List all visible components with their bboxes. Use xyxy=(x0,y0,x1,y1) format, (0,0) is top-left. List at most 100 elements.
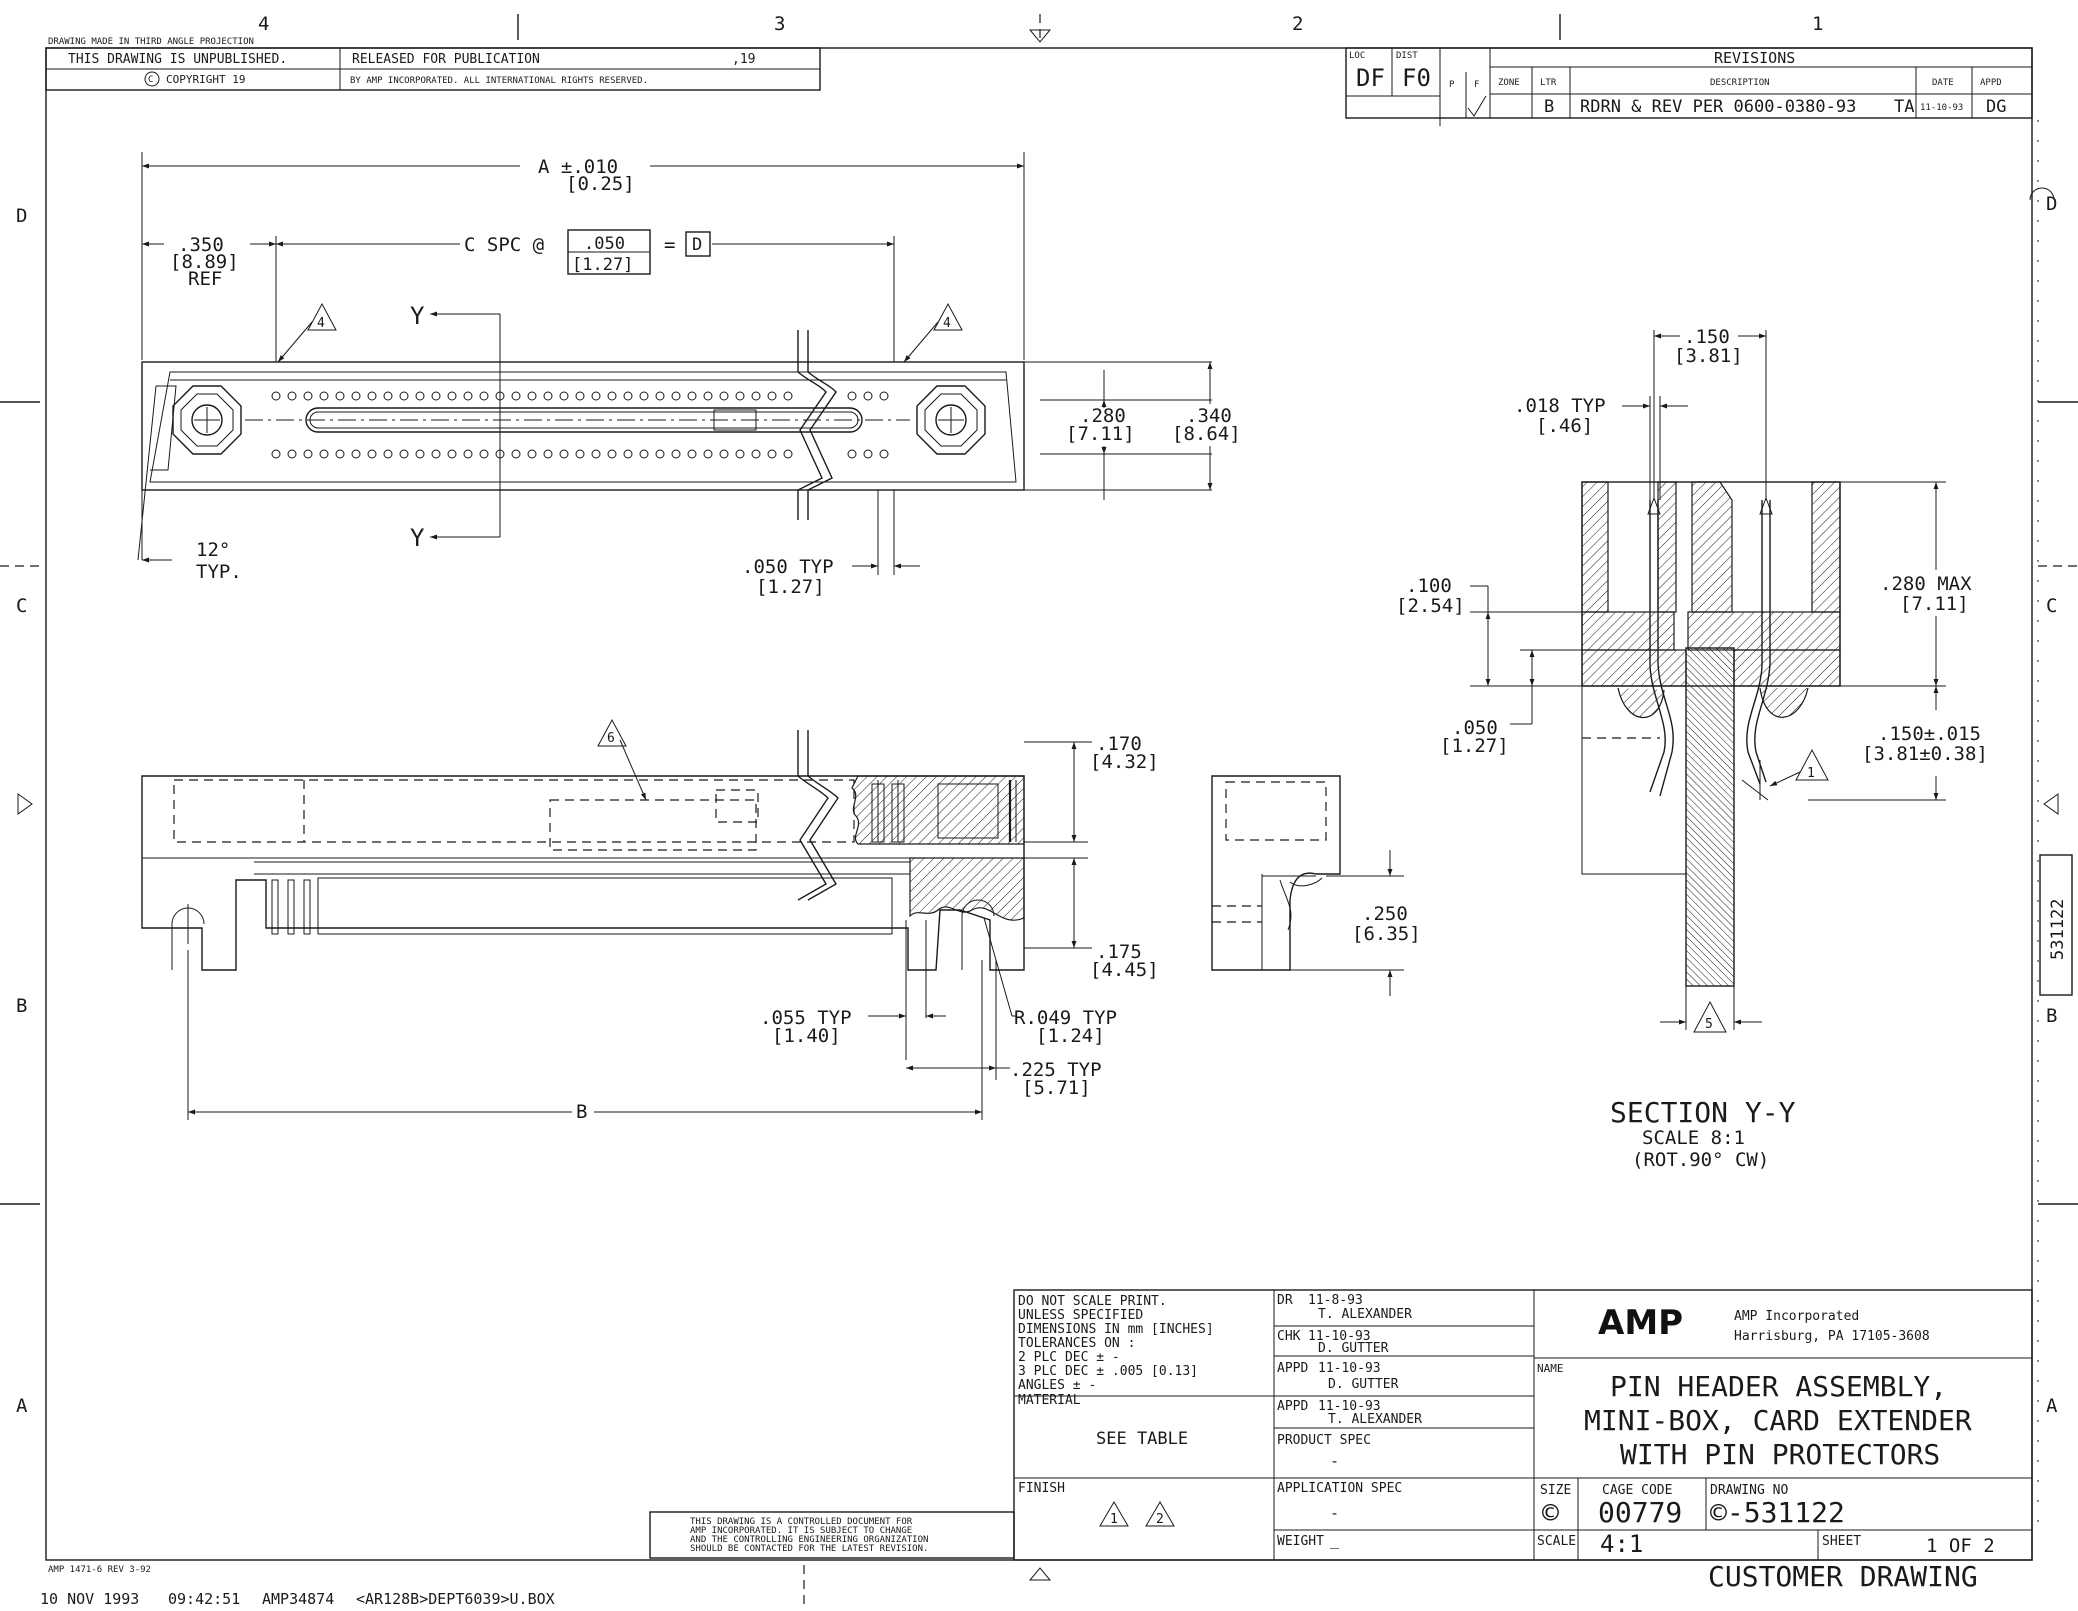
header-pin xyxy=(335,449,345,459)
dim-c-spacing: C SPC @ xyxy=(464,234,544,256)
tolerance-line-4: TOLERANCES ON : xyxy=(1018,1336,1135,1351)
dim-170: .170 xyxy=(1096,733,1142,755)
control-note-line-3: AND THE CONTROLLING ENGINEERING ORGANIZA… xyxy=(690,1535,928,1545)
header-pin xyxy=(687,449,697,459)
top-view: A ±.010 [0.25] .350 [8.89] REF C SPC @ .… xyxy=(137,152,1241,598)
product-spec-value: - xyxy=(1330,1452,1339,1470)
application-spec-label: APPLICATION SPEC xyxy=(1277,1481,1402,1496)
appd1-name: D. GUTTER xyxy=(1328,1377,1399,1392)
finish-note-1: 1 xyxy=(1110,1512,1118,1527)
dim-340: .340 xyxy=(1186,405,1232,427)
header-pin xyxy=(687,391,697,401)
material-value: SEE TABLE xyxy=(1096,1429,1188,1449)
dim-280-max: .280 MAX xyxy=(1880,573,1972,595)
header-pin xyxy=(463,391,473,401)
header-pin xyxy=(751,391,761,401)
pin-pitch-mm: [1.27] xyxy=(756,576,825,598)
finish-note-1-flag xyxy=(1099,1501,1129,1527)
header-pin xyxy=(463,449,473,459)
dim-170-mm: [4.32] xyxy=(1090,751,1159,773)
note-4-left: 4 xyxy=(317,316,325,331)
dim-350: .350 xyxy=(178,234,224,256)
appd1-date: 11-10-93 xyxy=(1318,1361,1381,1376)
header-pin xyxy=(335,391,345,401)
finish-note-2: 2 xyxy=(1156,1512,1164,1527)
header-pin xyxy=(767,391,777,401)
dist-value: F0 xyxy=(1402,64,1431,92)
dim-b: B xyxy=(576,1101,587,1123)
dim-280-mm: [7.11] xyxy=(1066,423,1135,445)
appd1-label: APPD xyxy=(1277,1361,1308,1376)
header-pin xyxy=(351,391,361,401)
dim-250: .250 xyxy=(1362,903,1408,925)
card-slot xyxy=(305,407,863,433)
revision-initials: TA xyxy=(1894,97,1914,117)
ref-label: REF xyxy=(188,268,222,290)
footer: AMP 1471-6 REV 3-92 10 NOV 1993 09:42:51… xyxy=(40,1565,555,1608)
cage-code-value: 00779 xyxy=(1598,1496,1682,1529)
dim-150: .150 xyxy=(1684,326,1730,348)
header-pin xyxy=(655,391,665,401)
note-1-flag xyxy=(1795,748,1829,781)
loc-label: LOC xyxy=(1349,51,1365,61)
plot-path: <AR128B>DEPT6039>U.BOX xyxy=(356,1590,555,1606)
dim-150-tolerance-mm: [3.81±0.38] xyxy=(1862,743,1988,765)
radius: R.049 TYP xyxy=(1014,1007,1117,1029)
header-pin xyxy=(287,449,297,459)
header-pin xyxy=(767,449,777,459)
sheet-label: SHEET xyxy=(1822,1534,1861,1549)
header-pin xyxy=(431,391,441,401)
header-pin xyxy=(639,449,649,459)
note-4-flag-left xyxy=(307,302,337,331)
tolerance-line-7: ANGLES ± - xyxy=(1018,1378,1096,1393)
datum-box xyxy=(685,231,711,257)
section-scale: SCALE 8:1 xyxy=(1642,1127,1745,1149)
appd-label: APPD xyxy=(1980,78,2002,88)
svg-text:C: C xyxy=(148,75,153,85)
header-pin xyxy=(559,449,569,459)
row-d-left: D xyxy=(16,205,27,227)
dim-100: .100 xyxy=(1406,575,1452,597)
date-label: DATE xyxy=(1932,78,1954,88)
title-block: DO NOT SCALE PRINT. UNLESS SPECIFIED DIM… xyxy=(1013,1289,2033,1593)
company-address: Harrisburg, PA 17105-3608 xyxy=(1734,1329,1930,1344)
side-drawing-number: 531122 xyxy=(2048,899,2068,960)
dim-280: .280 xyxy=(1080,405,1126,427)
header-pin xyxy=(447,449,457,459)
zone-label: ZONE xyxy=(1498,78,1520,88)
mounting-boss-left xyxy=(172,385,242,455)
card-extender xyxy=(1685,647,1735,987)
header-pin xyxy=(607,449,617,459)
dim-225-mm: [5.71] xyxy=(1022,1077,1091,1099)
revision-row: B RDRN & REV PER 0600-0380-93 TA 11-10-9… xyxy=(1544,97,2006,117)
header-pin xyxy=(383,449,393,459)
control-note-line-2: AMP INCORPORATED. IT IS SUBJECT TO CHANG… xyxy=(690,1526,912,1536)
dim-280-max-mm: [7.11] xyxy=(1900,593,1969,615)
header-pin xyxy=(655,449,665,459)
weight-label: WEIGHT xyxy=(1277,1534,1324,1549)
application-spec-value: - xyxy=(1330,1504,1339,1522)
unpublished-note: THIS DRAWING IS UNPUBLISHED. xyxy=(68,52,287,67)
copyright-label: COPYRIGHT 19 xyxy=(166,73,245,86)
pin-rows xyxy=(271,391,889,459)
header-pin xyxy=(527,449,537,459)
chk-label: CHK xyxy=(1277,1329,1301,1344)
header-pin xyxy=(575,391,585,401)
sheet-value: 1 OF 2 xyxy=(1926,1535,1995,1557)
note-6-flag xyxy=(597,718,627,747)
header-pin xyxy=(527,391,537,401)
drawing-number-label: DRAWING NO xyxy=(1710,1483,1788,1498)
section-label-top: Y xyxy=(410,302,425,330)
released-label: RELEASED FOR PUBLICATION xyxy=(352,52,540,67)
row-a-left: A xyxy=(16,1395,28,1417)
dim-250-mm: [6.35] xyxy=(1352,923,1421,945)
header-pin xyxy=(351,449,361,459)
dim-018: .018 TYP xyxy=(1514,395,1606,417)
header-pin xyxy=(703,391,713,401)
dim-150-tolerance: .150±.015 xyxy=(1878,723,1981,745)
revision-description: RDRN & REV PER 0600-0380-93 xyxy=(1580,97,1856,117)
column-2: 2 xyxy=(1292,13,1303,35)
header-pin xyxy=(303,449,313,459)
header-pin xyxy=(847,391,857,401)
